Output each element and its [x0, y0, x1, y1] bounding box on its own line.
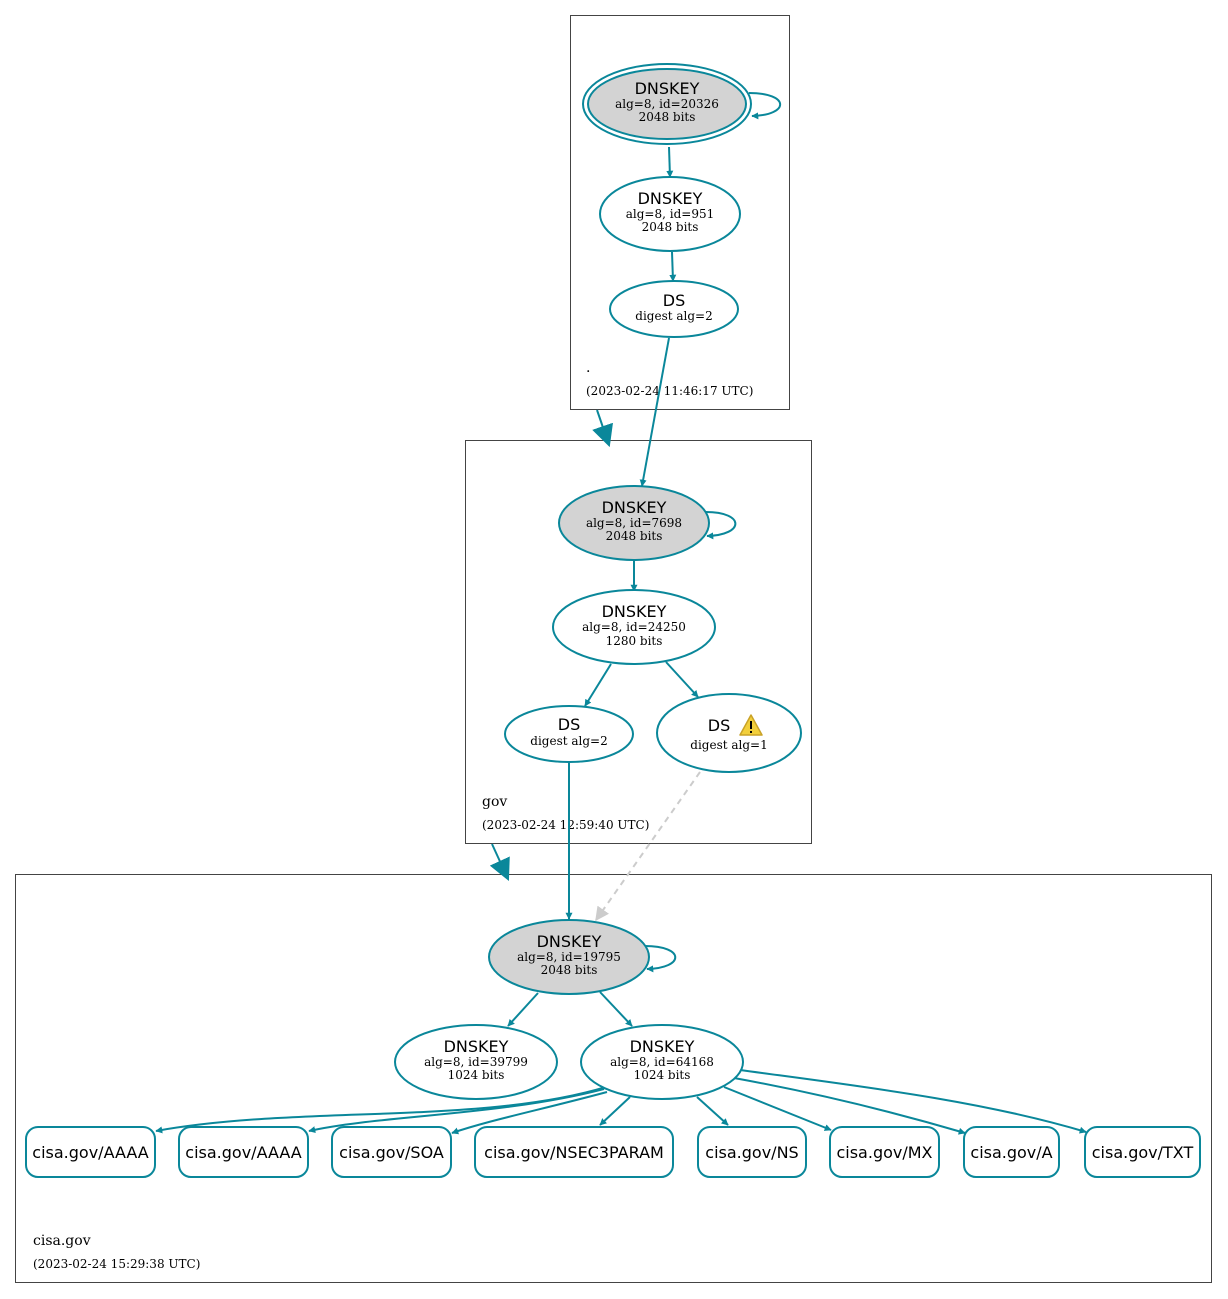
zone-root-name: . — [586, 360, 590, 376]
edge-gov-zsk-ds2 — [584, 663, 612, 707]
rrset-nsec3param[interactable]: cisa.gov/NSEC3PARAM — [474, 1126, 674, 1178]
node-gov-ksk[interactable]: DNSKEY alg=8, id=7698 2048 bits — [558, 485, 710, 561]
zone-root-time: (2023-02-24 11:46:17 UTC) — [586, 384, 753, 398]
node-gov-ds1[interactable]: DS digest alg=1 — [656, 693, 802, 773]
node-line1: digest alg=2 — [635, 309, 712, 323]
zone-gov-time: (2023-02-24 12:59:40 UTC) — [482, 818, 649, 832]
edge-cisa-ksk-zsk — [599, 991, 633, 1027]
rrset-label: cisa.gov/A — [970, 1143, 1052, 1162]
zone-cisa-name: cisa.gov — [33, 1233, 91, 1249]
node-line2: 2048 bits — [606, 529, 663, 543]
rrset-aaaa-2[interactable]: cisa.gov/AAAA — [178, 1126, 309, 1178]
node-title: DNSKEY — [537, 932, 602, 951]
rrset-soa[interactable]: cisa.gov/SOA — [331, 1126, 452, 1178]
edge-zsk-soa — [451, 1091, 608, 1135]
edge-zsk-a — [733, 1077, 966, 1135]
rrset-label: cisa.gov/MX — [836, 1143, 932, 1162]
node-gov-zsk[interactable]: DNSKEY alg=8, id=24250 1280 bits — [552, 589, 716, 665]
node-root-ds[interactable]: DS digest alg=2 — [609, 280, 739, 338]
node-cisa-zsk[interactable]: DNSKEY alg=8, id=64168 1024 bits — [580, 1024, 744, 1100]
rrset-label: cisa.gov/TXT — [1092, 1143, 1194, 1162]
edge-root-ds-gov-ksk — [639, 337, 670, 487]
node-line2: 1024 bits — [448, 1068, 505, 1082]
node-title: DNSKEY — [635, 79, 700, 98]
rrset-label: cisa.gov/AAAA — [32, 1143, 148, 1162]
rrset-a[interactable]: cisa.gov/A — [963, 1126, 1060, 1178]
node-line2: 1024 bits — [634, 1068, 691, 1082]
zone-gov-box — [465, 440, 812, 844]
node-line1: alg=8, id=24250 — [582, 620, 686, 634]
node-title: DS — [663, 291, 685, 310]
edge-zsk-aaaa-2 — [308, 1088, 605, 1134]
edge-zsk-txt — [739, 1069, 1087, 1134]
node-line1: alg=8, id=7698 — [586, 516, 682, 530]
edge-gov-zsk-ds1 — [665, 661, 699, 698]
node-line2: 2048 bits — [639, 110, 696, 124]
edge-zsk-nsec3param — [599, 1096, 631, 1126]
node-title: DS — [708, 716, 730, 735]
warning-icon — [739, 714, 763, 736]
node-title: DNSKEY — [638, 189, 703, 208]
node-line2: 2048 bits — [642, 220, 699, 234]
edge-gov-ds1-cisa-ksk-dashed — [595, 771, 701, 922]
rrset-mx[interactable]: cisa.gov/MX — [829, 1126, 940, 1178]
edge-zsk-mx — [723, 1086, 832, 1131]
rrset-aaaa-1[interactable]: cisa.gov/AAAA — [25, 1126, 156, 1178]
zone-cisa-time: (2023-02-24 15:29:38 UTC) — [33, 1257, 200, 1271]
node-root-ksk[interactable]: DNSKEY alg=8, id=20326 2048 bits — [582, 63, 752, 145]
node-line1: alg=8, id=951 — [626, 207, 714, 221]
node-line1: alg=8, id=20326 — [615, 97, 719, 111]
node-title: DNSKEY — [602, 498, 667, 517]
node-title: DS — [558, 715, 580, 734]
node-title: DNSKEY — [444, 1037, 509, 1056]
node-gov-ds2[interactable]: DS digest alg=2 — [504, 705, 634, 763]
edge-cisa-ksk-self — [644, 945, 677, 973]
delegation-gov-cisa — [489, 843, 510, 882]
zone-gov-name: gov — [482, 794, 507, 810]
edge-root-ksk-zsk — [666, 146, 674, 178]
delegation-root-gov — [592, 409, 613, 448]
rrset-label: cisa.gov/NS — [705, 1143, 798, 1162]
node-line1: alg=8, id=64168 — [610, 1055, 714, 1069]
edges — [155, 92, 1087, 1135]
edge-root-zsk-ds — [669, 251, 677, 282]
rrset-ns[interactable]: cisa.gov/NS — [697, 1126, 807, 1178]
zone-root-box — [570, 15, 790, 410]
edge-root-ksk-self — [748, 92, 781, 120]
node-line1: digest alg=2 — [530, 734, 607, 748]
node-line2: 2048 bits — [541, 963, 598, 977]
node-title: DNSKEY — [630, 1037, 695, 1056]
node-line2: 1280 bits — [606, 634, 663, 648]
edge-zsk-ns — [696, 1096, 729, 1126]
node-cisa-ksk[interactable]: DNSKEY alg=8, id=19795 2048 bits — [488, 919, 650, 995]
rrset-label: cisa.gov/NSEC3PARAM — [484, 1143, 664, 1162]
node-cisa-key-39799[interactable]: DNSKEY alg=8, id=39799 1024 bits — [394, 1024, 558, 1100]
edge-gov-ksk-self — [705, 511, 737, 540]
node-line1: alg=8, id=39799 — [424, 1055, 528, 1069]
node-title: DNSKEY — [602, 602, 667, 621]
rrset-label: cisa.gov/AAAA — [185, 1143, 301, 1162]
rrset-label: cisa.gov/SOA — [339, 1143, 444, 1162]
node-line1: alg=8, id=19795 — [517, 950, 621, 964]
node-root-zsk[interactable]: DNSKEY alg=8, id=951 2048 bits — [599, 176, 741, 252]
node-line1: digest alg=1 — [690, 738, 767, 752]
rrset-txt[interactable]: cisa.gov/TXT — [1084, 1126, 1201, 1178]
edge-cisa-ksk-39799 — [507, 992, 539, 1027]
zone-cisa-box — [15, 874, 1212, 1283]
